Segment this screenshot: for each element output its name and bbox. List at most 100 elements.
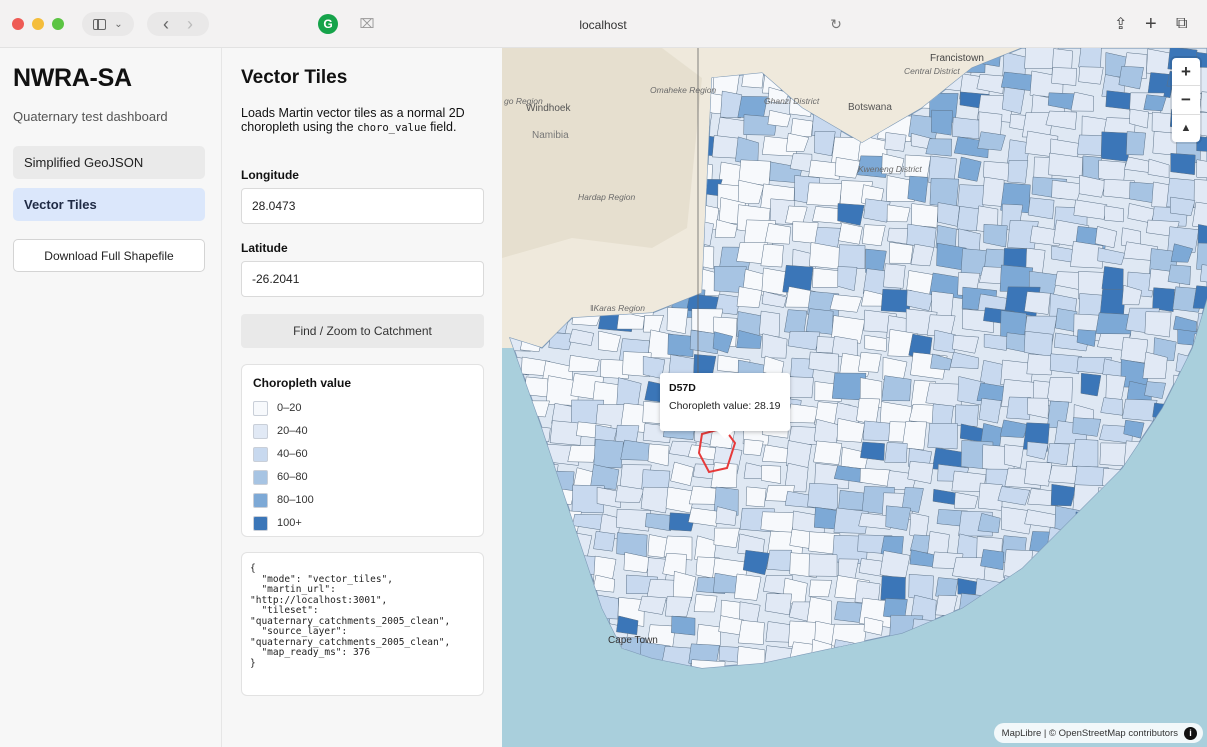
catchment-polygon[interactable] [712, 331, 733, 354]
catchment-polygon[interactable] [502, 618, 523, 645]
catchment-polygon[interactable] [1154, 533, 1184, 556]
catchment-polygon[interactable] [616, 532, 648, 558]
catchment-polygon[interactable] [615, 485, 645, 503]
catchment-polygon[interactable] [1194, 659, 1207, 688]
extension-icon[interactable]: ⌧ [359, 16, 375, 31]
catchment-polygon[interactable] [1142, 351, 1168, 379]
catchment-polygon[interactable] [736, 645, 766, 671]
catchment-polygon[interactable] [1070, 558, 1106, 582]
catchment-polygon[interactable] [1078, 48, 1102, 70]
catchment-polygon[interactable] [1147, 511, 1171, 541]
catchment-polygon[interactable] [883, 263, 906, 289]
catchment-polygon[interactable] [548, 332, 574, 351]
catchment-polygon[interactable] [884, 132, 907, 152]
catchment-polygon[interactable] [1146, 570, 1182, 592]
catchment-polygon[interactable] [1096, 556, 1132, 574]
catchment-polygon[interactable] [785, 686, 805, 713]
catchment-polygon[interactable] [590, 464, 620, 490]
catchment-polygon[interactable] [523, 490, 559, 514]
catchment-polygon[interactable] [571, 579, 595, 605]
catchment-polygon[interactable] [743, 439, 764, 456]
catchment-polygon[interactable] [645, 688, 673, 705]
catchment-polygon[interactable] [1121, 284, 1143, 306]
catchment-polygon[interactable] [1003, 549, 1034, 579]
catchment-polygon[interactable] [568, 328, 594, 346]
catchment-polygon[interactable] [1023, 330, 1053, 357]
catchment-polygon[interactable] [667, 333, 694, 358]
catchment-polygon[interactable] [879, 550, 911, 580]
catchment-polygon[interactable] [1097, 535, 1130, 555]
catchment-polygon[interactable] [1129, 532, 1161, 562]
catchment-polygon[interactable] [502, 682, 521, 708]
catchment-polygon[interactable] [1144, 637, 1168, 660]
catchment-polygon[interactable] [737, 620, 765, 645]
catchment-polygon[interactable] [789, 641, 816, 662]
catchment-polygon[interactable] [1045, 621, 1078, 641]
catchment-polygon[interactable] [1199, 461, 1207, 487]
catchment-polygon[interactable] [763, 690, 792, 706]
catchment-polygon[interactable] [549, 420, 584, 446]
catchment-polygon[interactable] [1073, 199, 1108, 220]
catchment-polygon[interactable] [1129, 108, 1149, 129]
catchment-polygon[interactable] [983, 223, 1008, 248]
catchment-polygon[interactable] [831, 315, 866, 344]
catchment-polygon[interactable] [1144, 311, 1172, 338]
catchment-polygon[interactable] [1033, 661, 1057, 686]
catchment-polygon[interactable] [1192, 285, 1207, 310]
catchment-polygon[interactable] [1097, 247, 1126, 265]
catchment-polygon[interactable] [736, 330, 762, 349]
catchment-polygon[interactable] [982, 176, 1005, 207]
catchment-polygon[interactable] [1175, 353, 1200, 375]
catchment-polygon[interactable] [1006, 619, 1028, 641]
catchment-polygon[interactable] [502, 483, 527, 510]
catchment-polygon[interactable] [999, 419, 1029, 438]
catchment-polygon[interactable] [1196, 242, 1207, 271]
catchment-polygon[interactable] [1050, 483, 1077, 507]
catchment-polygon[interactable] [787, 331, 821, 351]
catchment-polygon[interactable] [1026, 397, 1049, 419]
catchment-polygon[interactable] [956, 688, 985, 710]
catchment-polygon[interactable] [1102, 686, 1131, 709]
catchment-polygon[interactable] [911, 642, 940, 665]
catchment-polygon[interactable] [1097, 579, 1124, 598]
catchment-polygon[interactable] [1026, 441, 1049, 460]
catchment-polygon[interactable] [571, 484, 605, 514]
catchment-polygon[interactable] [1097, 507, 1125, 539]
catchment-polygon[interactable] [812, 267, 843, 288]
catchment-polygon[interactable] [958, 593, 995, 613]
catchment-polygon[interactable] [1121, 467, 1159, 496]
catchment-polygon[interactable] [1078, 174, 1106, 198]
catchment-polygon[interactable] [806, 182, 843, 207]
catchment-polygon[interactable] [502, 444, 540, 461]
catchment-polygon[interactable] [1174, 532, 1207, 554]
catchment-polygon[interactable] [567, 445, 598, 463]
catchment-polygon[interactable] [1056, 574, 1090, 605]
catchment-polygon[interactable] [502, 533, 528, 559]
catchment-polygon[interactable] [976, 73, 1005, 95]
catchment-polygon[interactable] [766, 662, 798, 686]
catchment-polygon[interactable] [548, 662, 578, 681]
catchment-polygon[interactable] [671, 615, 696, 636]
catchment-polygon[interactable] [858, 644, 884, 671]
catchment-polygon[interactable] [542, 549, 568, 571]
catchment-polygon[interactable] [1101, 637, 1124, 668]
catchment-polygon[interactable] [1177, 440, 1205, 468]
catchment-polygon[interactable] [1127, 690, 1149, 719]
catchment-polygon[interactable] [1095, 312, 1133, 337]
catchment-polygon[interactable] [1046, 377, 1073, 403]
catchment-polygon[interactable] [1120, 594, 1144, 620]
catchment-polygon[interactable] [836, 418, 865, 443]
catchment-polygon[interactable] [1072, 570, 1103, 596]
catchment-polygon[interactable] [930, 665, 963, 688]
catchment-polygon[interactable] [502, 402, 524, 424]
catchment-polygon[interactable] [1056, 640, 1087, 668]
catchment-polygon[interactable] [764, 223, 792, 245]
catchment-polygon[interactable] [784, 309, 808, 334]
catchment-polygon[interactable] [957, 156, 982, 182]
catchment-polygon[interactable] [1170, 637, 1207, 660]
catchment-polygon[interactable] [786, 660, 820, 690]
reload-icon[interactable]: ↻ [830, 15, 842, 32]
catchment-polygon[interactable] [901, 486, 924, 513]
catchment-polygon[interactable] [502, 469, 530, 488]
catchment-polygon[interactable] [1051, 67, 1077, 86]
